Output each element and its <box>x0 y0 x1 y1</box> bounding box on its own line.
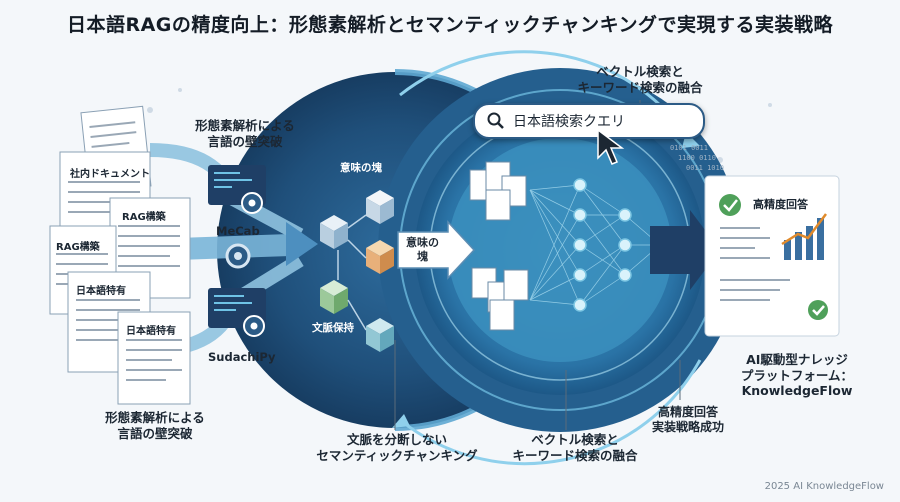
svg-text:1100 0110: 1100 0110 <box>678 154 716 162</box>
search-box[interactable]: 日本語検索クエリ <box>473 103 705 139</box>
mecab-tool <box>208 165 266 214</box>
output-arrow <box>650 210 720 290</box>
chunk-arrow-label: 意味の塊 <box>406 236 439 263</box>
doc-label-rag-1: RAG構築 <box>122 212 166 223</box>
chunking-bottom-label: 文脈を分断しないセマンティックチャンキング <box>316 432 478 463</box>
search-query-text: 日本語検索クエリ <box>513 114 625 130</box>
document-stack <box>49 105 191 405</box>
vector-doc-clusters <box>469 161 529 331</box>
chunk-arrow <box>397 220 476 280</box>
chunk-label-context: 文脈保持 <box>312 322 354 334</box>
search-icon <box>487 112 504 129</box>
answer-panel: 高精度回答 <box>705 176 839 336</box>
doc-label-rag-2: RAG構築 <box>56 242 100 253</box>
hybrid-top-label: ベクトル検索とキーワード検索の融合 <box>577 64 703 95</box>
doc-label-internal: 社内ドキュメント <box>70 169 150 180</box>
svg-text:0011 1010: 0011 1010 <box>686 164 724 172</box>
semantic-chunk-cubes <box>320 190 394 352</box>
doc-label-japanese-2: 日本語特有 <box>126 326 176 337</box>
platform-label: AI駆動型ナレッジプラットフォーム：KnowledgeFlow <box>740 352 854 399</box>
sudachipy-label: SudachiPy <box>208 350 276 364</box>
sudachi-tool <box>208 288 266 337</box>
mecab-label: MeCab <box>216 224 260 238</box>
svg-text:0101 0011: 0101 0011 <box>670 144 708 152</box>
cursor-icon <box>597 128 625 165</box>
hybrid-bottom-label: ベクトル検索とキーワード検索の融合 <box>512 432 638 463</box>
answer-panel-title: 高精度回答 <box>753 198 808 211</box>
doc-label-japanese-1: 日本語特有 <box>76 286 126 297</box>
footer-credit: 2025 AI KnowledgeFlow <box>764 481 884 492</box>
page-title: 日本語RAGの精度向上：形態素解析とセマンティックチャンキングで実現する実装戦略 <box>66 14 834 36</box>
answer-bottom-label: 高精度回答実装戦略成功 <box>651 405 724 434</box>
center-gear-icon <box>225 243 251 269</box>
morph-bottom-label: 形態素解析による言語の壁突破 <box>105 410 205 441</box>
morph-top-label: 形態素解析による言語の壁突破 <box>195 118 295 149</box>
chunk-label-meaning: 意味の塊 <box>340 162 382 174</box>
answer-panel-graphics <box>704 175 840 337</box>
